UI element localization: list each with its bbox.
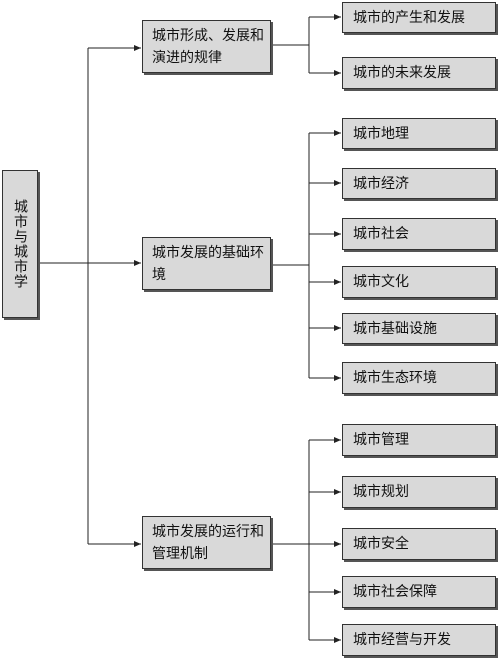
root-node: 城市与城市学 <box>2 170 38 318</box>
leaf-label: 城市基础设施 <box>353 320 437 337</box>
leaf-label: 城市的未来发展 <box>353 65 451 81</box>
root-label: 城市与城市学 <box>12 199 28 289</box>
leaf-label: 城市地理 <box>353 125 409 142</box>
leaf-label: 城市经济 <box>353 175 409 192</box>
leaf-label: 城市社会保障 <box>353 584 437 600</box>
leaf-node: 城市的产生和发展 <box>342 2 496 33</box>
leaf-node: 城市社会保障 <box>342 576 496 608</box>
leaf-label: 城市安全 <box>353 536 409 552</box>
leaf-node: 城市规划 <box>342 476 496 508</box>
leaf-node: 城市安全 <box>342 528 496 560</box>
leaf-label: 城市的产生和发展 <box>353 9 465 26</box>
branch-label: 城市发展的基础环境 <box>152 245 264 283</box>
leaf-label: 城市经营与开发 <box>353 632 451 648</box>
leaf-label: 城市管理 <box>353 432 409 448</box>
leaf-label: 城市文化 <box>353 274 409 290</box>
branch-label: 城市发展的运行和管理机制 <box>152 524 264 562</box>
leaf-node: 城市基础设施 <box>342 313 496 344</box>
leaf-label: 城市规划 <box>353 484 409 500</box>
leaf-node: 城市生态环境 <box>342 362 496 394</box>
branch-label: 城市形成、发展和演进的规律 <box>152 28 264 66</box>
branch-node-environment: 城市发展的基础环境 <box>142 237 271 290</box>
leaf-node: 城市文化 <box>342 266 496 298</box>
leaf-label: 城市生态环境 <box>353 370 437 386</box>
leaf-node: 城市的未来发展 <box>342 57 496 89</box>
branch-node-formation: 城市形成、发展和演进的规律 <box>142 20 271 73</box>
leaf-node: 城市经营与开发 <box>342 624 496 656</box>
leaf-node: 城市经济 <box>342 168 496 199</box>
leaf-node: 城市社会 <box>342 218 496 250</box>
leaf-label: 城市社会 <box>353 226 409 242</box>
branch-node-operation: 城市发展的运行和管理机制 <box>142 516 271 569</box>
leaf-node: 城市地理 <box>342 118 496 149</box>
leaf-node: 城市管理 <box>342 424 496 456</box>
